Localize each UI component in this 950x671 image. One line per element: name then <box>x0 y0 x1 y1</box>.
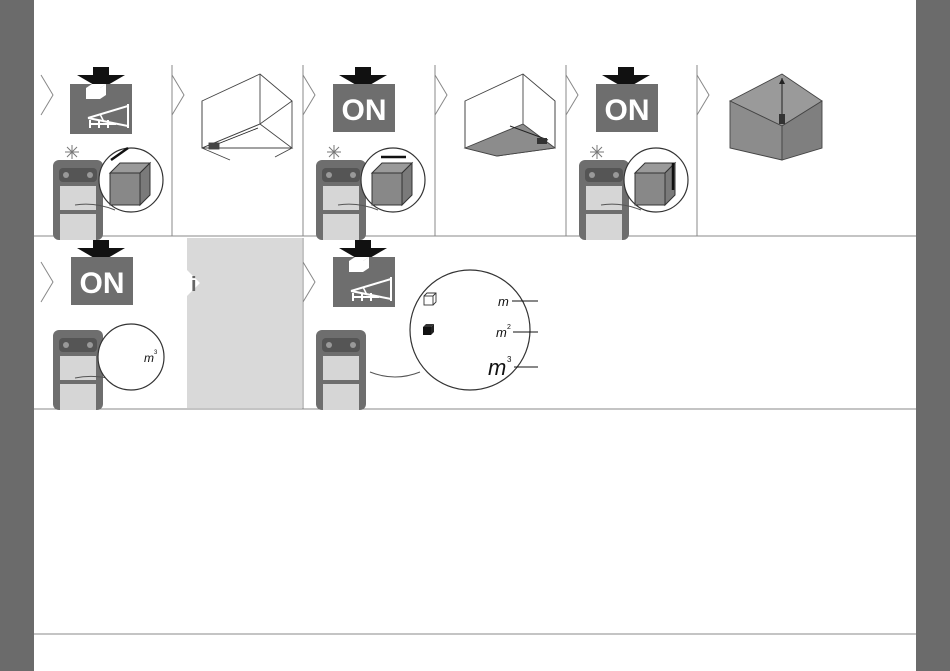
step-divider <box>697 75 709 115</box>
step-8-result: m m 2 m 3 <box>316 240 538 410</box>
info-icon: i <box>191 274 197 296</box>
unit-m2-exp: 2 <box>507 324 511 331</box>
step-4-room-length <box>465 74 555 156</box>
step-divider <box>435 75 447 115</box>
laser-spark-icon <box>65 145 79 159</box>
step-divider <box>303 75 315 115</box>
bubble-unit: m <box>144 351 154 365</box>
unit-m3: m <box>488 355 506 380</box>
cube-solid-icon <box>635 163 675 205</box>
cube-solid-icon <box>423 324 434 335</box>
laser-device-icon <box>316 330 366 410</box>
step-divider <box>303 262 315 302</box>
laser-device-icon <box>316 160 366 240</box>
laser-spark-icon <box>327 145 341 159</box>
step-divider <box>41 75 53 115</box>
volume-mode-icon <box>70 84 132 134</box>
laser-spark-icon <box>590 145 604 159</box>
step-2-room-width <box>202 74 292 160</box>
step-5-on: ON <box>579 67 688 240</box>
laser-device-icon <box>53 330 103 410</box>
unit-m3-exp: 3 <box>507 355 512 364</box>
on-label: ON <box>605 94 650 127</box>
step-1-press-volume <box>53 67 163 240</box>
on-label: ON <box>80 267 125 300</box>
unit-m: m <box>498 294 509 309</box>
display-bubble <box>98 324 164 390</box>
cube-solid-icon <box>372 163 412 205</box>
step-divider <box>566 75 578 115</box>
cube-solid-icon <box>110 163 150 205</box>
info-panel: i <box>187 238 302 408</box>
on-label: ON <box>342 94 387 127</box>
laser-device-icon <box>53 160 103 240</box>
step-3-on: ON <box>316 67 425 240</box>
step-6-room-height <box>730 74 822 160</box>
laser-device-icon <box>579 160 629 240</box>
volume-mode-icon <box>333 257 395 307</box>
step-divider <box>172 75 184 115</box>
step-7-on: ON m 3 <box>53 240 164 410</box>
step-divider <box>41 262 53 302</box>
unit-m2: m <box>496 325 507 340</box>
